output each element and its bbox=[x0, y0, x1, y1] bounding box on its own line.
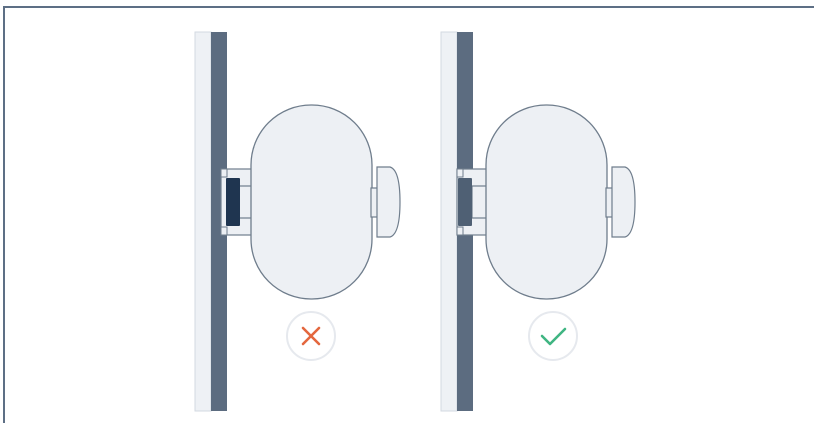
sensor-side-clip bbox=[370, 166, 401, 238]
bracket-tab-bottom bbox=[220, 226, 228, 236]
door-frame-face bbox=[440, 31, 458, 412]
sensor-body bbox=[485, 104, 608, 300]
correct-badge-circle bbox=[528, 311, 578, 361]
door-frame bbox=[440, 31, 473, 412]
checkmark-icon bbox=[540, 327, 567, 346]
side-clip-head bbox=[376, 166, 401, 238]
cross-icon bbox=[301, 326, 321, 346]
sensor-body bbox=[250, 104, 373, 300]
frame-border-left bbox=[3, 6, 5, 423]
bracket-tab-top bbox=[456, 168, 464, 178]
bracket-arm bbox=[237, 185, 253, 219]
sensor-side-clip bbox=[605, 166, 636, 238]
side-clip-head bbox=[611, 166, 636, 238]
incorrect-installation-panel bbox=[194, 31, 401, 412]
frame-border-top bbox=[3, 6, 814, 8]
door-frame-face bbox=[194, 31, 212, 412]
incorrect-badge bbox=[286, 311, 336, 361]
bracket-tab-bottom bbox=[456, 226, 464, 236]
bracket-tab-top bbox=[220, 168, 228, 178]
magnet-aligned bbox=[458, 178, 472, 226]
correct-badge bbox=[528, 311, 578, 361]
door-frame bbox=[194, 31, 227, 412]
magnet-misaligned bbox=[226, 178, 240, 226]
door-frame-edge bbox=[211, 32, 227, 411]
correct-installation-panel bbox=[440, 31, 636, 412]
